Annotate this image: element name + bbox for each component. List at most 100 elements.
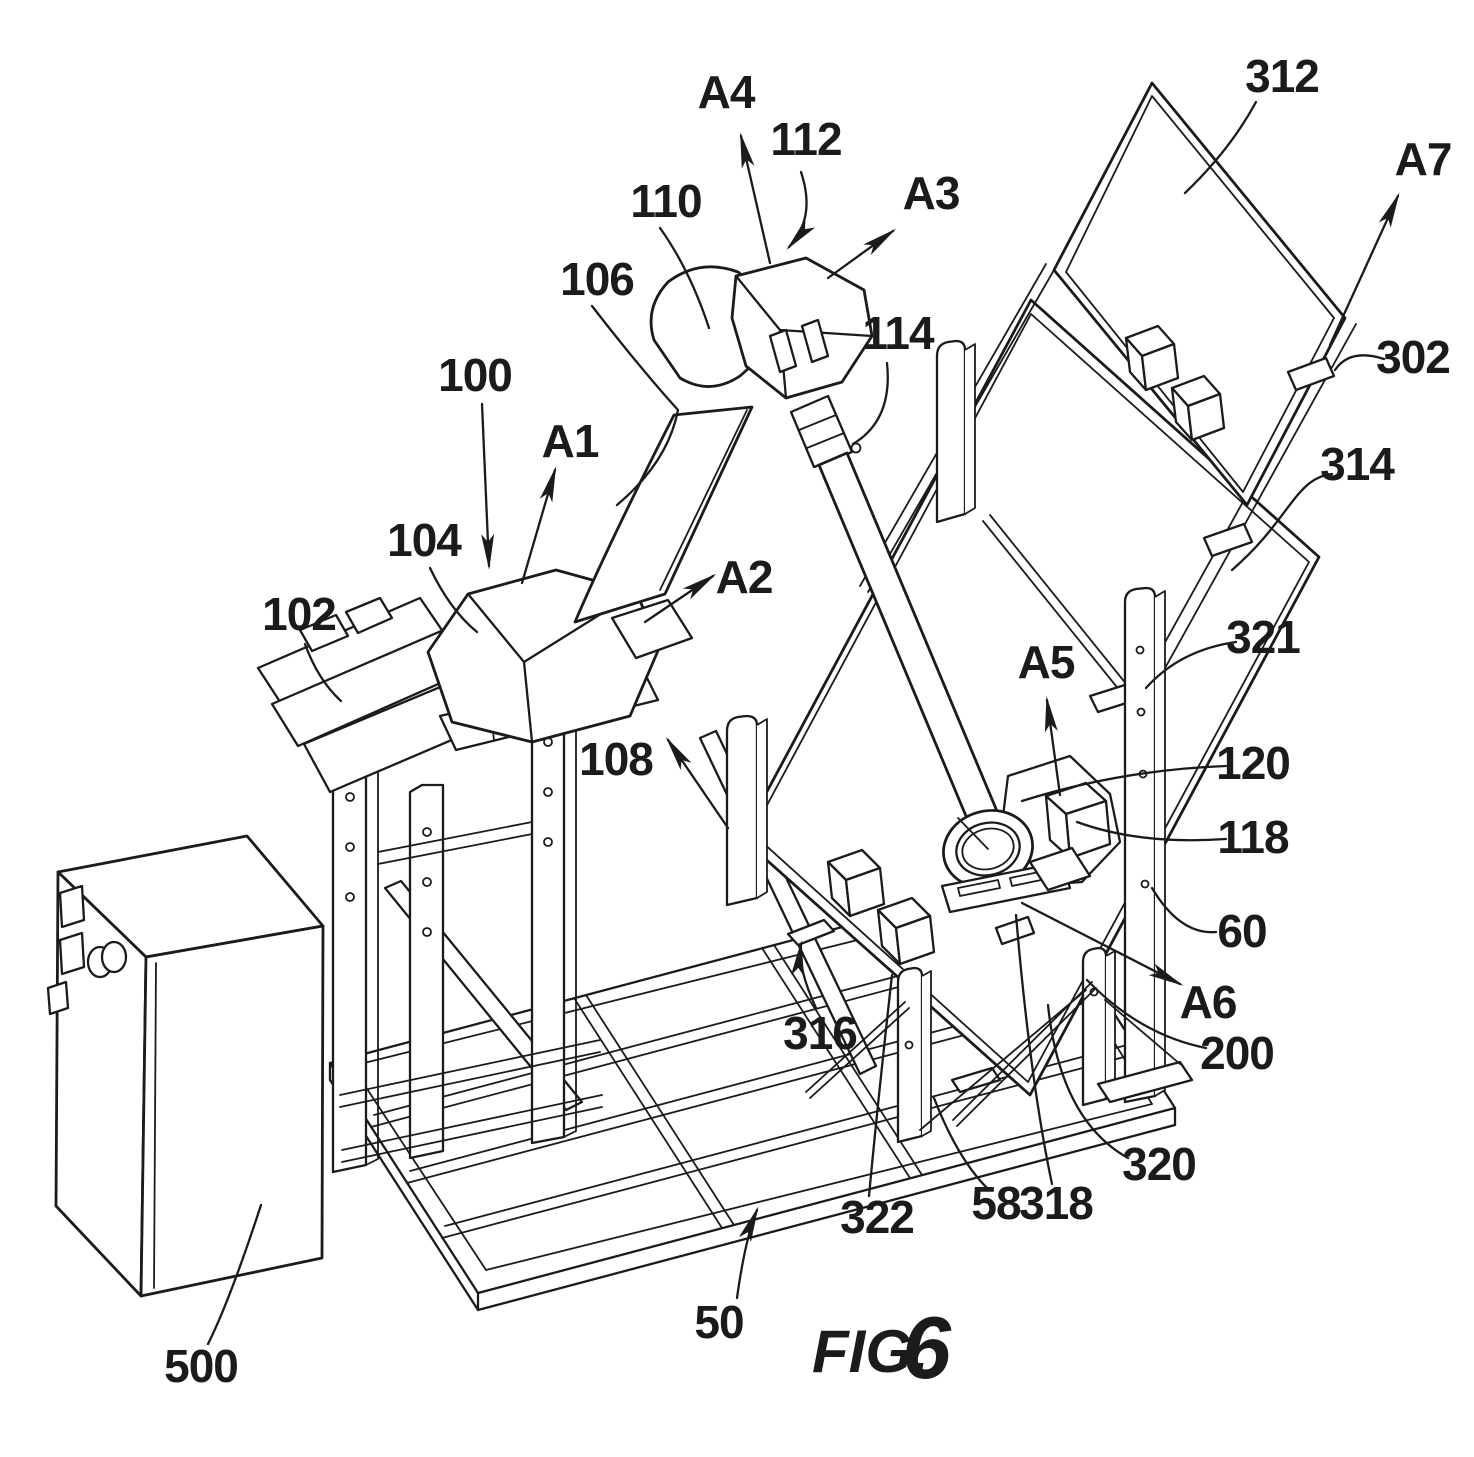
clamp-side [1140,342,1180,392]
leader-110 [658,226,711,330]
leader-114 [851,361,889,446]
frame-corner-verticals [328,1061,1177,1312]
door-clamp-block-1 [826,848,886,918]
ref-label-314: 314 [1320,438,1395,490]
ref-label-120: 120 [1216,737,1290,789]
ref-label-106: 106 [560,253,634,305]
bellows-ribs [798,414,845,449]
post-hole [345,842,355,852]
ref-label-60: 60 [1217,905,1266,957]
frame-cross-beams [573,944,923,1229]
leader-314 [1230,472,1334,572]
ref-label-500: 500 [164,1340,238,1392]
elbow-mount [610,598,694,660]
disc-mid [955,821,1021,877]
ref-label-200: 200 [1200,1027,1274,1079]
figure-caption: FIG. 6 [812,1298,952,1397]
wrist-slot [768,328,798,374]
ref-label-320: 320 [1122,1138,1196,1190]
post-hole [345,792,355,802]
ref-label-58: 58 [971,1177,1021,1229]
post-58 [896,966,924,1144]
clamp-side [1186,392,1226,442]
cabinet-switch [46,980,70,1016]
ref-label-316: 316 [783,1007,857,1059]
ref-label-118: 118 [1217,811,1289,863]
arrow-108 [665,736,730,830]
panel-312-clamp-2 [1170,374,1226,442]
leader-321 [1144,640,1238,690]
ref-label-A4: A4 [698,66,756,118]
ref-label-50: 50 [694,1296,743,1348]
cradle-step-block [344,596,394,635]
ref-label-100: 100 [438,349,512,401]
cabinet-front-face [139,924,325,1298]
leader-58 [932,1096,991,1192]
bar-slot [957,879,1001,897]
pedestal-post-3 [530,694,566,1145]
ref-label-A1: A1 [542,415,599,467]
axis-arrow-A5 [1044,696,1062,797]
leader-200 [1085,978,1208,1050]
wrist-slot [800,318,830,364]
upper-arm-link [573,405,754,624]
ref-label-322: 322 [840,1191,914,1243]
leader-104 [428,566,479,634]
leader-106 [590,304,680,507]
panel-312-clamp-1 [1124,324,1180,392]
cabinet-knob [100,940,128,974]
door-clamp-block-2 [876,896,936,966]
ref-label-302: 302 [1376,331,1450,383]
post-hole [345,892,355,902]
pedestal-post-2 [408,783,445,1160]
rail-tab-upper [1286,356,1336,392]
arrow-100 [480,402,495,570]
post-58-hole [904,1040,914,1050]
door-inner-border [751,313,1310,1083]
post-hole [543,787,553,797]
ref-label-110: 110 [630,175,701,227]
post-hole [422,877,432,887]
leader-500 [206,1203,263,1346]
ref-label-318: 318 [1019,1177,1093,1229]
leader-120 [1020,764,1228,803]
ref-label-A7: A7 [1395,133,1452,185]
arrow-112 [786,170,816,250]
side-panel-assembly [859,81,1357,714]
leader-302 [1333,354,1386,372]
axis-arrow-A1 [520,466,557,585]
ref-label-108: 108 [579,733,653,785]
frame-longitudinal-beams [370,929,1143,1239]
leader-318 [1014,913,1054,1186]
caption-number: 6 [902,1298,952,1397]
pedestal-post-3-side [563,689,577,1138]
pedestal-rails [339,821,603,1163]
axis-arrow-A3 [826,228,897,280]
ref-label-A3: A3 [903,167,960,219]
panel-312-inner-border [1065,95,1335,493]
post-tall-right [1123,586,1157,1104]
cabinet-switch [58,884,86,929]
post-foot-plate [1096,1060,1194,1104]
arrow-316 [791,940,818,1010]
ref-label-104: 104 [387,514,462,566]
control-cabinet [46,834,325,1298]
cabinet-switch [58,931,86,976]
ref-label-312: 312 [1245,50,1319,102]
end-effector [940,754,1122,914]
post-hole [1140,879,1150,889]
post-58-side [921,970,932,1137]
leader-60 [1150,886,1218,934]
post-hole [543,837,553,847]
post-hole [1136,707,1146,717]
ref-label-A5: A5 [1018,636,1075,688]
post-center [725,714,759,907]
clamp-side [894,914,936,966]
ref-label-A2: A2 [716,551,773,603]
workpiece-door-panel [740,298,1321,1097]
leader-102 [303,642,343,703]
disc-radial-line [957,817,989,850]
rail-tab-lower [1202,522,1254,558]
right-post-braces [805,981,1181,1131]
